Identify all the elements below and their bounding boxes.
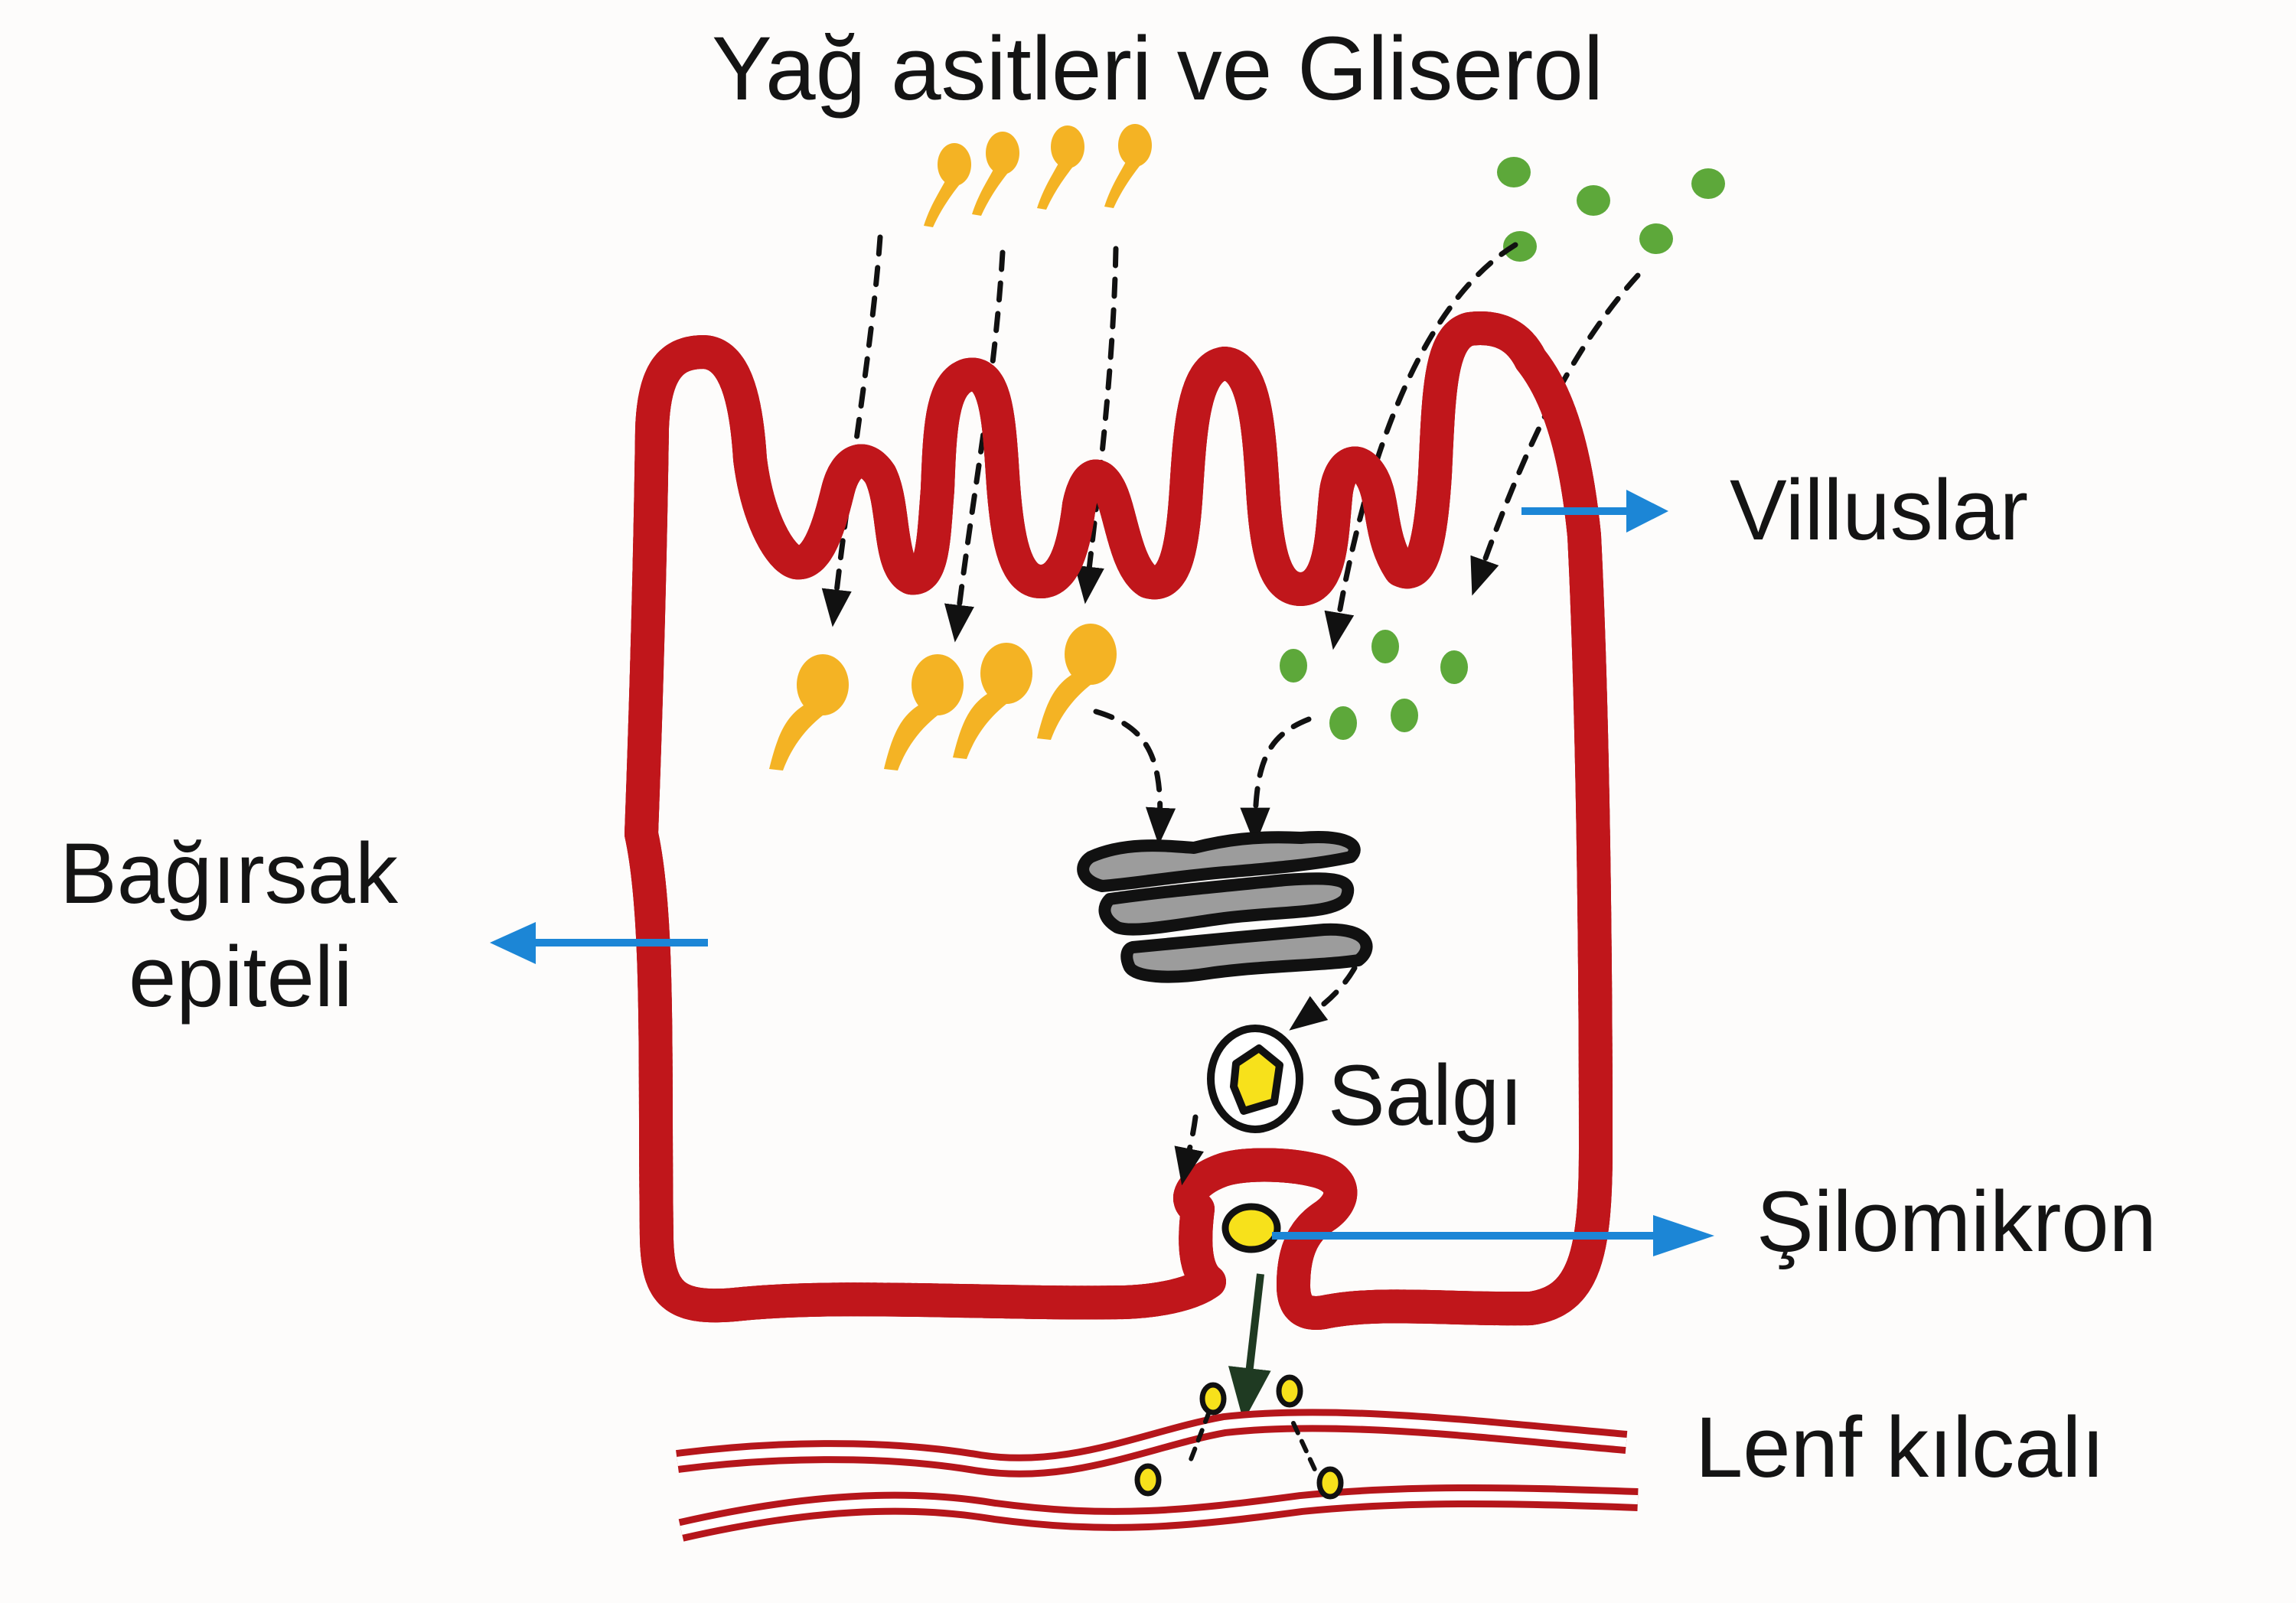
fatty-acid-icon xyxy=(1037,624,1117,740)
uptake-paths xyxy=(821,234,1641,650)
glycerol-icon xyxy=(1280,649,1307,683)
glycerol-icon xyxy=(1639,223,1673,254)
fatty-acid-icon xyxy=(924,143,971,227)
glycerol-icon xyxy=(1691,168,1725,199)
dashed-arrow xyxy=(1324,242,1518,650)
epithelium-label-line1: Bağırsak xyxy=(60,826,399,921)
villi-label: Villuslar xyxy=(1730,462,2028,558)
chylomicron-icon xyxy=(1199,1382,1227,1416)
dashed-path xyxy=(1188,1409,1212,1464)
chylomicron-pointer xyxy=(1272,1215,1714,1256)
glycerol-icon xyxy=(1497,157,1531,187)
dashed-path xyxy=(1291,1421,1319,1475)
glycerol-icon xyxy=(1371,630,1399,663)
glycerol-icon xyxy=(1391,699,1418,732)
glycerol-icon xyxy=(1329,706,1357,740)
fatty-acid-icon xyxy=(953,643,1032,759)
dashed-arrow xyxy=(821,234,883,627)
villi-pointer xyxy=(1521,490,1668,533)
lymph-wall-inner xyxy=(680,1491,1639,1535)
lymph-wall-inner xyxy=(677,1416,1627,1471)
glycerol-icon xyxy=(1440,650,1468,684)
dashed-arrow xyxy=(1240,716,1312,845)
glycerol-inside xyxy=(1280,630,1468,740)
fatty-acid-icon xyxy=(972,132,1019,216)
fatty-acid-icon xyxy=(1104,124,1152,208)
lymph-capillary xyxy=(676,1409,1639,1542)
dashed-arrow xyxy=(1289,965,1358,1031)
glycerol-icon xyxy=(1503,231,1537,262)
fatty-acids-outside xyxy=(924,124,1152,227)
title-text: Yağ asitleri ve Gliserol xyxy=(712,18,1603,119)
chylomicron-icon xyxy=(1316,1466,1344,1500)
fatty-acids-inside xyxy=(769,624,1117,771)
chylomicron-label: Şilomikron xyxy=(1756,1174,2157,1269)
fatty-acid-icon xyxy=(769,654,849,771)
dashed-arrow xyxy=(1074,246,1119,604)
golgi-apparatus-icon xyxy=(1077,831,1373,983)
intestinal-epithelial-cell xyxy=(625,328,1613,1313)
epithelium-label-line2: epiteli xyxy=(129,929,353,1025)
lymph-capillary-label: Lenf kılcalı xyxy=(1695,1399,2105,1495)
secretory-vesicle-icon xyxy=(1207,1025,1303,1133)
fatty-acid-icon xyxy=(1037,125,1084,210)
dashed-arrow xyxy=(944,249,1006,643)
dashed-arrow xyxy=(1093,709,1176,845)
fatty-acid-icon xyxy=(884,654,964,771)
epithelium-pointer xyxy=(490,922,708,964)
lymph-chylomicrons xyxy=(1134,1374,1344,1500)
secretion-label: Salgı xyxy=(1328,1047,1523,1143)
dashed-arrow xyxy=(1470,272,1641,596)
chylomicron-icon xyxy=(1276,1374,1303,1408)
membrane-texture xyxy=(641,328,1596,1313)
chylomicron-icon xyxy=(1221,1203,1281,1253)
chylomicron-icon xyxy=(1134,1463,1162,1497)
dashed-arrow xyxy=(1174,1114,1204,1186)
glycerol-icon xyxy=(1577,185,1610,216)
glycerol-outside xyxy=(1497,157,1725,262)
exit-arrow xyxy=(1228,1273,1271,1422)
